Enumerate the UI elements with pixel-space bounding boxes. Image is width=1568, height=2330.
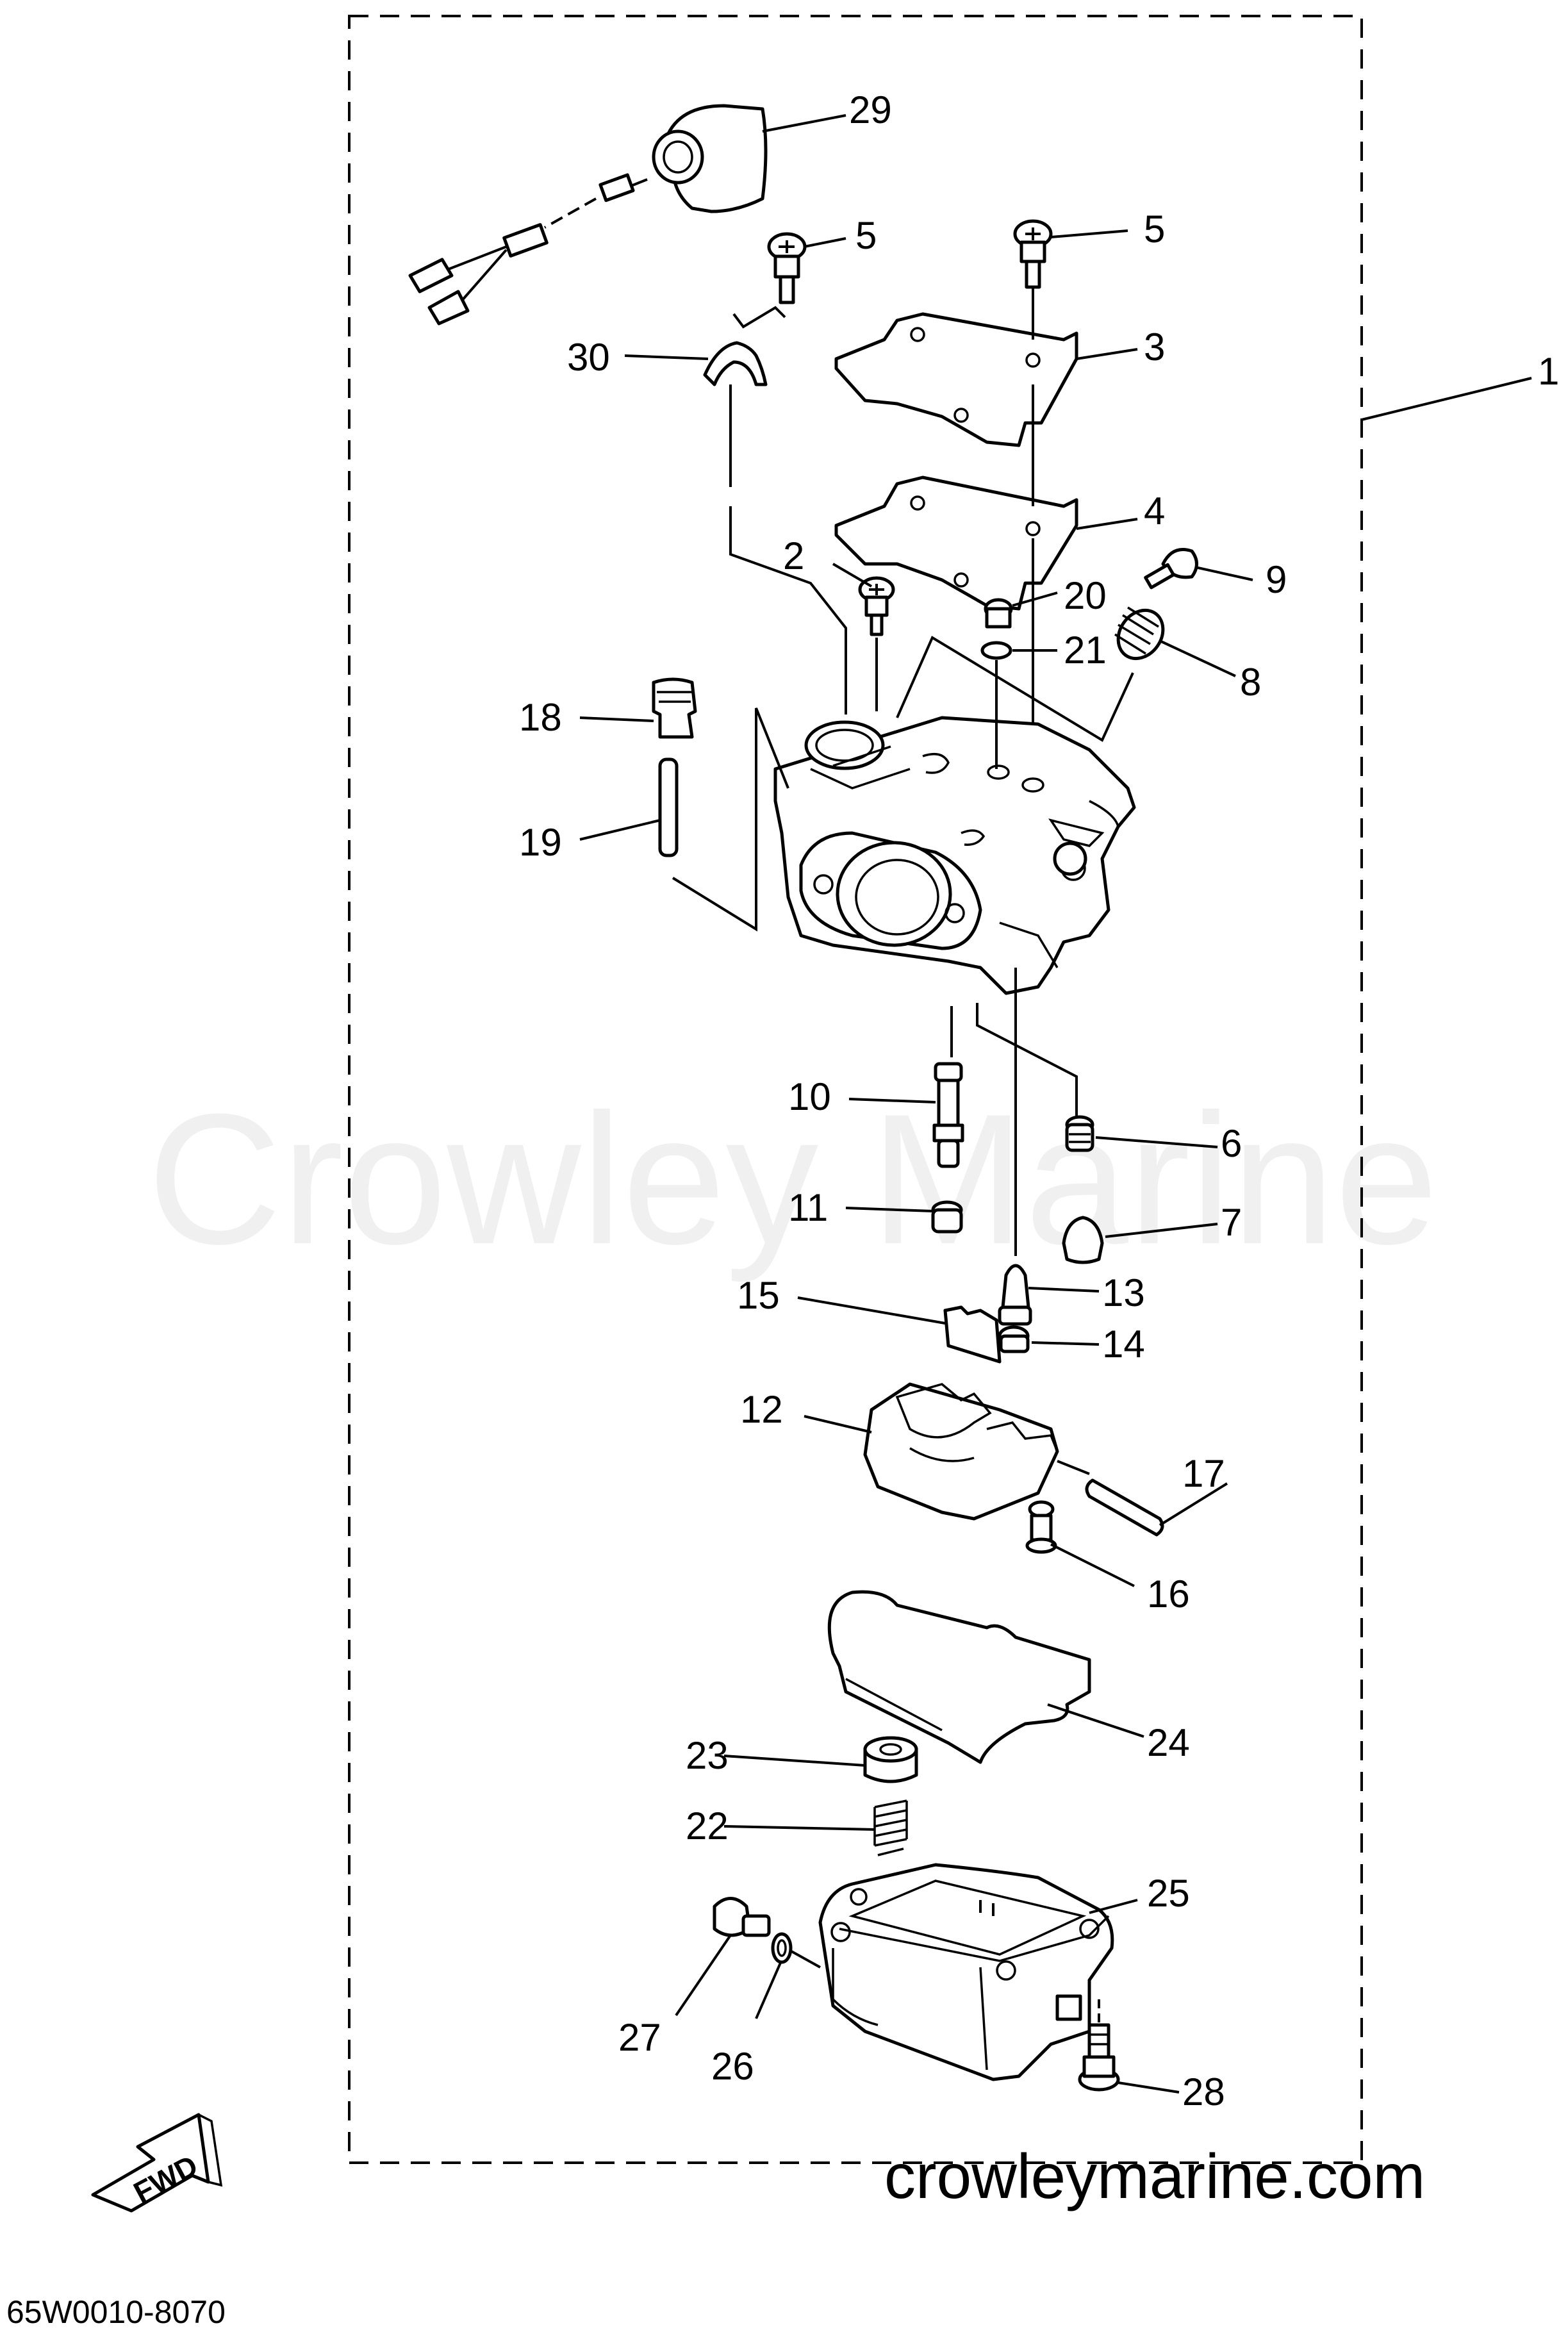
part-3-cover-plate [834,312,1078,447]
guide-line-30 [729,384,847,715]
part-14-seat [998,1325,1030,1353]
part-11-main-jet [931,1200,963,1234]
label-16: 16 [1147,1573,1190,1615]
part-15-clip [943,1305,1002,1364]
guide-line-18 [672,707,789,932]
part-26-washer-hole [777,1939,787,1957]
part-21-o-ring [980,641,1012,660]
label-13: 13 [1102,1271,1145,1314]
label-14: 14 [1102,1323,1145,1366]
part-8-spring [1114,606,1165,661]
part-19-pin [658,757,679,857]
guide-line-3-4 [896,636,1134,742]
part-5-screw-right [1013,219,1053,289]
part-24-gasket [827,1590,1091,1764]
label-5a: 5 [855,214,877,257]
part-2-screw [858,576,895,636]
guide-line-26 [791,1950,821,1969]
part-28-screw [1078,2023,1120,2092]
part-9-screw [1144,548,1198,590]
diagram-code: 65W0010-8070 [6,2294,226,2330]
part-5-screw-left [767,232,807,304]
label-19: 19 [519,821,562,864]
label-15: 15 [737,1274,780,1317]
label-23: 23 [686,1734,729,1777]
label-4: 4 [1144,490,1165,533]
label-8: 8 [1240,661,1261,704]
part-17-float-pin [1085,1478,1164,1537]
part-30-clip [703,306,786,386]
label-24: 24 [1147,1721,1190,1764]
label-29: 29 [849,88,892,131]
part-29-sensor [408,104,768,326]
fwd-arrow-icon: FWD [91,2113,223,2213]
label-1: 1 [1538,350,1559,393]
label-9: 9 [1266,558,1287,601]
label-2: 2 [783,534,804,577]
label-26: 26 [711,2045,754,2088]
part-6-pilot-jet [1065,1115,1094,1152]
label-27: 27 [618,2016,661,2059]
watermark: Crowley Marine [147,1075,1438,1284]
label-12: 12 [740,1388,783,1431]
part-27-drain-screw [713,1897,771,1937]
part-22-spring [873,1799,908,1856]
label-6: 6 [1221,1122,1242,1165]
part-13-needle-valve [998,1264,1032,1326]
guide-line-17 [1057,1460,1090,1475]
label-30: 30 [567,336,610,379]
label-28: 28 [1182,2070,1225,2113]
label-5b: 5 [1144,208,1165,251]
part-18-jet [652,677,697,739]
part-labels: 1 2 3 4 5 5 6 7 8 9 10 11 12 13 14 15 16… [519,88,1559,2113]
label-18: 18 [519,696,562,739]
assembly-border [348,15,1363,2164]
label-20: 20 [1064,574,1107,617]
label-3: 3 [1144,326,1165,368]
site-url: crowleymarine.com [884,2141,1425,2211]
label-25: 25 [1147,1872,1190,1915]
label-17: 17 [1182,1452,1225,1495]
part-20-plug [984,598,1013,629]
part-26-washer [771,1932,793,1964]
part-25-float-bowl [818,1863,1114,2081]
part-7-cap [1062,1216,1104,1264]
label-22: 22 [686,1805,729,1847]
part-10-main-nozzle [932,1062,964,1168]
label-7: 7 [1221,1201,1242,1244]
part-23-float-spacer [863,1736,918,1783]
part-12-float [863,1382,1059,1521]
carburetor-body [773,716,1136,995]
leader-lines [579,114,1532,2094]
label-21: 21 [1064,629,1107,672]
part-16-screw [1025,1500,1057,1554]
guide-line-6 [976,1003,1078,1121]
label-10: 10 [788,1075,831,1118]
label-11: 11 [788,1186,828,1229]
